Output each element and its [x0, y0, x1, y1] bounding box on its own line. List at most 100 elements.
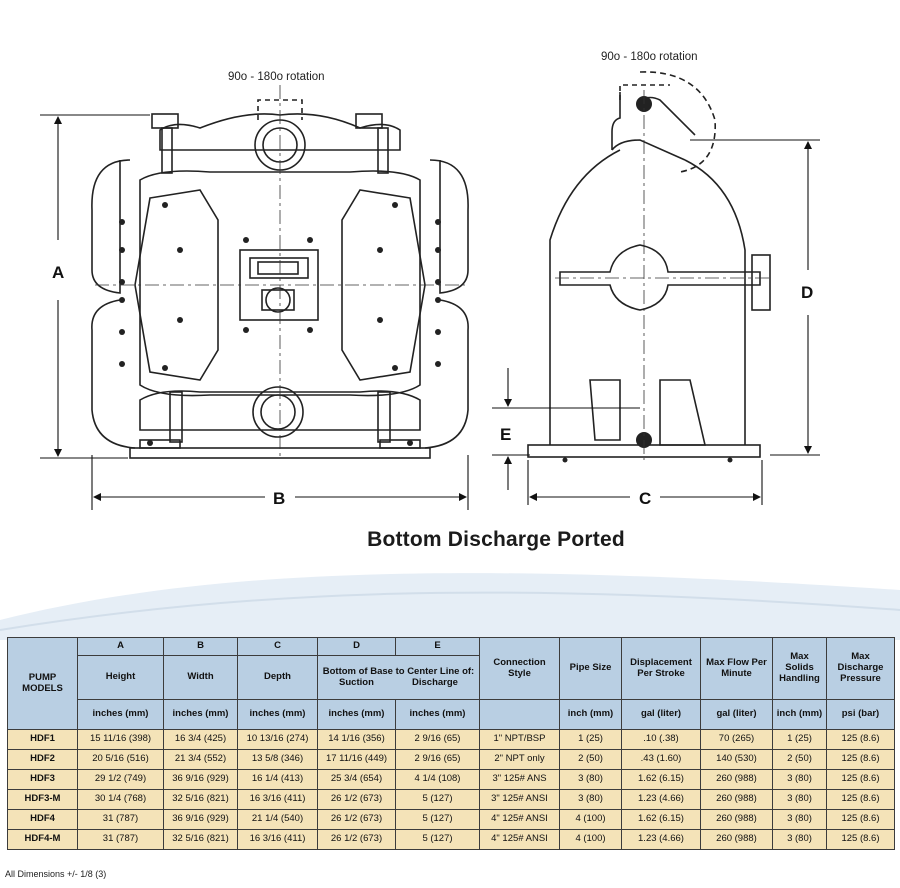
header-pump-models: PUMP MODELS [7, 637, 78, 730]
pump-model-cell: HDF2 [7, 749, 78, 770]
table-cell: 32 5/16 (821) [163, 829, 238, 850]
table-cell: 5 (127) [395, 829, 480, 850]
table-cell: 25 3/4 (654) [317, 769, 396, 790]
header-bottom-base-title: Bottom of Base to Center Line of: [322, 665, 475, 677]
table-cell: .10 (.38) [621, 729, 701, 750]
table-cell: 16 3/16 (411) [237, 829, 318, 850]
table-cell: 30 1/4 (768) [77, 789, 164, 810]
header-unit: inches (mm) [163, 699, 238, 730]
table-cell: 4" 125# ANSI [479, 809, 560, 830]
pump-model-cell: HDF4 [7, 809, 78, 830]
header-unit: inches (mm) [395, 699, 480, 730]
table-cell: 4" 125# ANSI [479, 829, 560, 850]
table-cell: 26 1/2 (673) [317, 829, 396, 850]
table-cell: 260 (988) [700, 809, 773, 830]
table-cell: 36 9/16 (929) [163, 769, 238, 790]
table-cell: 3 (80) [772, 769, 827, 790]
table-cell: 1.23 (4.66) [621, 789, 701, 810]
table-cell: 20 5/16 (516) [77, 749, 164, 770]
table-cell: 3" 125# ANS [479, 769, 560, 790]
table-cell: 3 (80) [772, 829, 827, 850]
table-cell: 17 11/16 (449) [317, 749, 396, 770]
table-cell: 70 (265) [700, 729, 773, 750]
table-cell: 1 (25) [772, 729, 827, 750]
header-unit: inch (mm) [772, 699, 827, 730]
table-cell: 16 1/4 (413) [237, 769, 318, 790]
table-cell: 125 (8.6) [826, 769, 895, 790]
table-cell: 3 (80) [772, 809, 827, 830]
table-cell: 140 (530) [700, 749, 773, 770]
pump-model-cell: HDF1 [7, 729, 78, 750]
dim-label-e: E [500, 425, 511, 444]
pump-model-cell: HDF3 [7, 769, 78, 790]
header-unit: inches (mm) [237, 699, 318, 730]
background-wave [0, 573, 900, 640]
table-cell: 5 (127) [395, 809, 480, 830]
header-letter-e: E [395, 637, 480, 656]
dim-label-a: A [52, 263, 64, 282]
table-cell: 1.62 (6.15) [621, 769, 701, 790]
table-cell: 3" 125# ANSI [479, 789, 560, 810]
table-cell: 5 (127) [395, 789, 480, 810]
header-width: Width [163, 655, 238, 700]
header-bottom-base: Bottom of Base to Center Line of: Suctio… [317, 655, 480, 700]
dim-label-c: C [639, 489, 651, 508]
table-cell: 13 5/8 (346) [237, 749, 318, 770]
header-unit: inches (mm) [317, 699, 396, 730]
header-unit: psi (bar) [826, 699, 895, 730]
table-cell: 32 5/16 (821) [163, 789, 238, 810]
table-cell: 2 (50) [559, 749, 622, 770]
table-cell: 16 3/4 (425) [163, 729, 238, 750]
table-cell: 1.23 (4.66) [621, 829, 701, 850]
header-unit: inches (mm) [77, 699, 164, 730]
table-cell: 2 9/16 (65) [395, 729, 480, 750]
header-depth: Depth [237, 655, 318, 700]
header-unit-blank [479, 699, 560, 730]
table-cell: 1 (25) [559, 729, 622, 750]
table-cell: 10 13/16 (274) [237, 729, 318, 750]
header-unit: inch (mm) [559, 699, 622, 730]
table-cell: 260 (988) [700, 769, 773, 790]
header-discharge: Discharge [412, 676, 458, 688]
header-displacement: Displacement Per Stroke [621, 637, 701, 700]
table-cell: 125 (8.6) [826, 829, 895, 850]
table-cell: 1.62 (6.15) [621, 809, 701, 830]
table-cell: 2" NPT only [479, 749, 560, 770]
table-cell: 26 1/2 (673) [317, 789, 396, 810]
header-letter-d: D [317, 637, 396, 656]
table-cell: 260 (988) [700, 829, 773, 850]
table-cell: 4 (100) [559, 809, 622, 830]
table-cell: 125 (8.6) [826, 749, 895, 770]
table-cell: 26 1/2 (673) [317, 809, 396, 830]
table-cell: 125 (8.6) [826, 789, 895, 810]
table-cell: .43 (1.60) [621, 749, 701, 770]
dim-label-d: D [801, 283, 813, 302]
dim-label-b: B [273, 489, 285, 508]
table-cell: 36 9/16 (929) [163, 809, 238, 830]
table-cell: 29 1/2 (749) [77, 769, 164, 790]
table-cell: 16 3/16 (411) [237, 789, 318, 810]
header-max-pressure: Max Discharge Pressure [826, 637, 895, 700]
table-cell: 21 3/4 (552) [163, 749, 238, 770]
table-cell: 31 (787) [77, 829, 164, 850]
table-cell: 14 1/16 (356) [317, 729, 396, 750]
footnote: All Dimensions +/- 1/8 (3) [5, 869, 107, 879]
header-height: Height [77, 655, 164, 700]
pump-spec-table: PUMP MODELS A B C D E Connection Style P… [7, 637, 895, 850]
table-cell: 2 9/16 (65) [395, 749, 480, 770]
pump-model-cell: HDF4-M [7, 829, 78, 850]
header-suction: Suction [339, 676, 374, 688]
header-letter-c: C [237, 637, 318, 656]
table-cell: 3 (80) [559, 789, 622, 810]
header-pipe-size: Pipe Size [559, 637, 622, 700]
table-cell: 3 (80) [559, 769, 622, 790]
table-cell: 21 1/4 (540) [237, 809, 318, 830]
table-cell: 260 (988) [700, 789, 773, 810]
rotation-label-front: 90o - 180o rotation [228, 71, 325, 83]
